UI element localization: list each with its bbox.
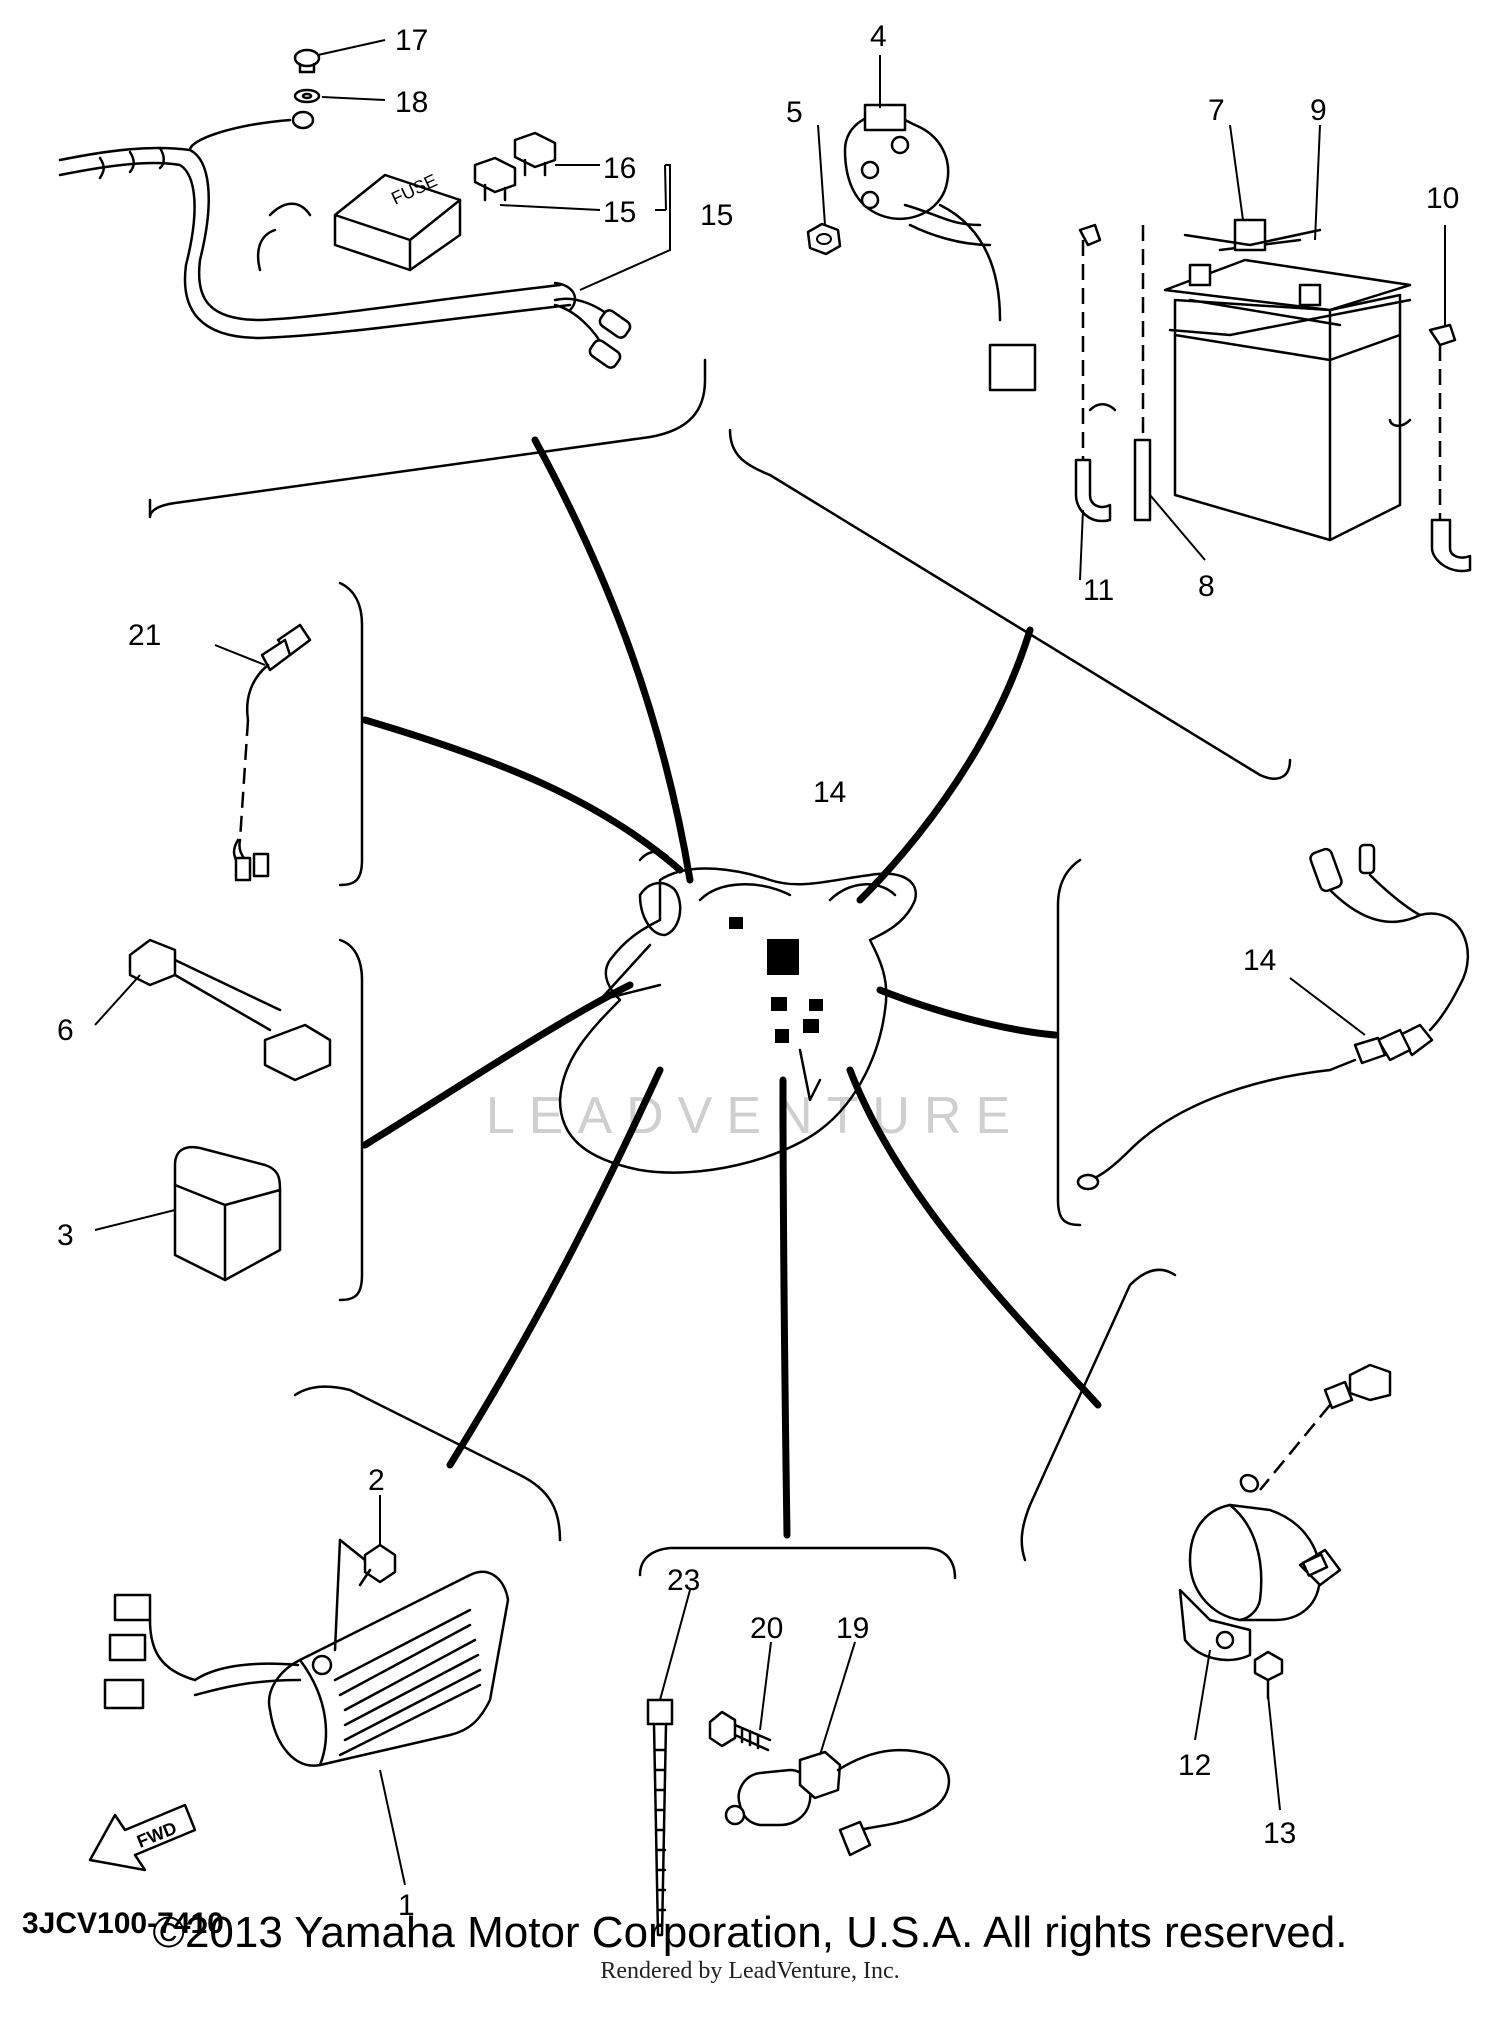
callout-3: 3 bbox=[57, 1219, 74, 1252]
callout-12: 12 bbox=[1178, 1749, 1211, 1782]
rendered-by-notice: Rendered by LeadVenture, Inc. bbox=[600, 1958, 900, 1984]
fuse-17 bbox=[513, 131, 557, 177]
sub-harness-6 bbox=[128, 938, 332, 1082]
starter-relay-4 bbox=[843, 103, 1037, 392]
rectifier-regulator-1 bbox=[103, 1538, 510, 1767]
sensor-20 bbox=[724, 1748, 950, 1857]
callout-2: 2 bbox=[368, 1464, 385, 1497]
callout-23: 23 bbox=[667, 1564, 700, 1597]
ignition-switch-12 bbox=[1178, 1363, 1392, 1662]
fuse-16 bbox=[473, 156, 517, 202]
callout-21: 20 bbox=[750, 1612, 783, 1645]
svg-text:LEADVENTURE: LEADVENTURE bbox=[486, 1087, 1024, 1145]
copyright-notice: ©2013 Yamaha Motor Corporation, U.S.A. A… bbox=[152, 1908, 1348, 1957]
callout-17: 16 bbox=[603, 152, 636, 185]
watermark: LEADVENTURE bbox=[486, 1087, 1024, 1145]
callout-16: 15 bbox=[603, 196, 636, 229]
nut-5 bbox=[806, 222, 842, 256]
callout-8: 8 bbox=[1198, 570, 1215, 603]
wire-harness-group bbox=[58, 110, 632, 369]
callout-14: 14 bbox=[1243, 944, 1276, 977]
callout-22: 21 bbox=[128, 619, 161, 652]
breather-pipe-8 bbox=[1133, 225, 1152, 522]
relay-3 bbox=[173, 1146, 282, 1282]
fuse-box: FUSE bbox=[333, 170, 462, 272]
callout-20: 19 bbox=[836, 1612, 869, 1645]
thermo-unit-14 bbox=[1076, 843, 1470, 1191]
neutral-switch-22 bbox=[232, 623, 312, 882]
washer-19 bbox=[293, 88, 321, 104]
bolt-18 bbox=[293, 48, 321, 74]
battery-9 bbox=[1163, 238, 1412, 542]
callout-6: 6 bbox=[57, 1014, 74, 1047]
callout-10: 10 bbox=[1426, 182, 1459, 215]
callout-11: 11 bbox=[1083, 574, 1114, 607]
cable-11 bbox=[1074, 223, 1117, 523]
callout-leaders bbox=[94, 39, 1446, 1886]
callout-numbers: 17 18 16 15 15 4 5 7 9 10 11 8 21 14 6 3… bbox=[22, 20, 1459, 1940]
fwd-arrow-icon: FWD bbox=[88, 1803, 197, 1872]
callout-15-top: 15 bbox=[700, 199, 733, 232]
diagram-code: 3JCV100-7410 bbox=[22, 1907, 224, 1940]
callout-4: 4 bbox=[870, 20, 887, 53]
callout-13: 13 bbox=[1263, 1817, 1296, 1850]
callout-7: 7 bbox=[1208, 94, 1225, 127]
group-leader-lines bbox=[361, 436, 1102, 1539]
bolt-2 bbox=[358, 1543, 397, 1587]
group-frames bbox=[148, 358, 1292, 1580]
callout-18: 17 bbox=[395, 24, 428, 57]
cable-10 bbox=[1388, 323, 1472, 573]
screw-13 bbox=[1253, 1650, 1284, 1700]
screw-21 bbox=[708, 1710, 772, 1752]
callout-9: 9 bbox=[1310, 94, 1327, 127]
battery-band-7 bbox=[1183, 218, 1322, 252]
callout-5: 5 bbox=[786, 96, 803, 129]
callout-19: 18 bbox=[395, 86, 428, 119]
callout-1: 1 bbox=[398, 1889, 415, 1922]
cable-tie-23 bbox=[646, 1698, 674, 1937]
callout-15-center: 14 bbox=[813, 776, 846, 809]
